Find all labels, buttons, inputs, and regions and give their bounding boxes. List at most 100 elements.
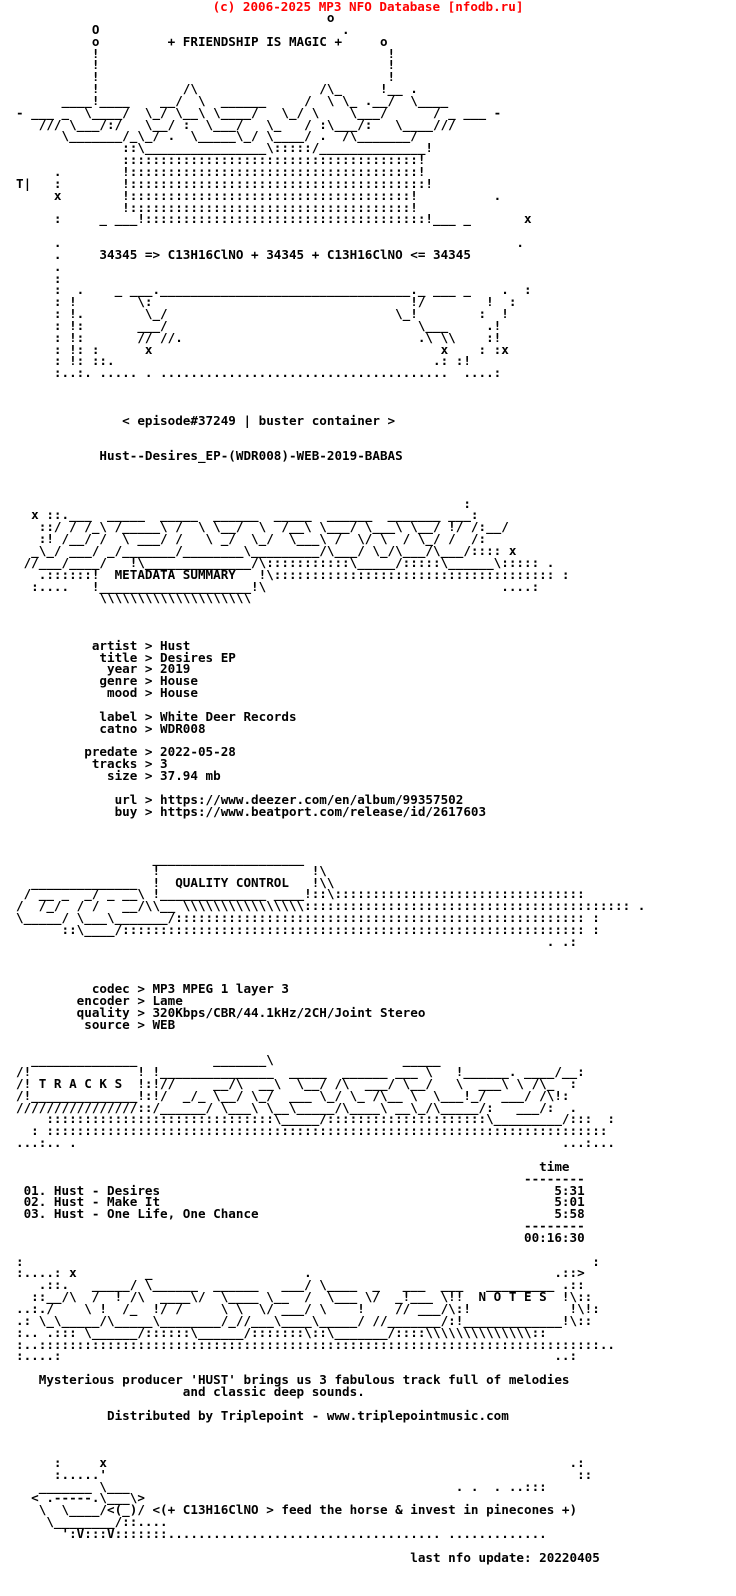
nfo-line: ____!____ __/ \ ______ / \ \_ .__/ \____ bbox=[16, 92, 449, 108]
nfo-line: : bbox=[16, 270, 62, 286]
nfo-line: ! /\ /\_ !__ . bbox=[16, 81, 418, 97]
nfo-line: .::. _____/ \______ ______ ___/ \____ _ … bbox=[16, 1277, 585, 1293]
nfo-line: year > 2019 bbox=[16, 661, 191, 677]
nfo-line: :..:. ..... . ..........................… bbox=[16, 365, 502, 381]
nfo-line: \ \____/<(_)/ <(+ C13H16ClNO > feed the … bbox=[16, 1502, 578, 1518]
nfodb-header-link[interactable]: (c) 2006-2025 MP3 NFO Database [nfodb.ru… bbox=[212, 0, 524, 14]
nfo-line: ! !\ bbox=[16, 862, 327, 878]
nfo-line: ! ! bbox=[16, 69, 396, 85]
nfo-line: O . bbox=[16, 21, 350, 37]
nfo-line: :.....' :: bbox=[16, 1466, 593, 1482]
nfo-line: / __ _ _/ _ __\ !______________ ____!::\… bbox=[16, 886, 585, 902]
nfo-line: ..:./ \ ! /_ !/ / \ \ \/ ___/ \ ! // ___… bbox=[16, 1300, 600, 1316]
nfo-line: time bbox=[16, 1158, 570, 1174]
nfo-line: label > White Deer Records bbox=[16, 708, 297, 724]
nfo-line: -------- bbox=[16, 1170, 585, 1186]
nfo-line: : . _ ___.______________________________… bbox=[16, 282, 532, 298]
nfo-line: : ::::::::::::::::::::::::::::::::::::::… bbox=[16, 1123, 608, 1139]
nfo-line: quality > 320Kbps/CBR/44.1kHz/2CH/Joint … bbox=[16, 1004, 426, 1020]
nfo-line: .::::::! METADATA SUMMARY !\::::::::::::… bbox=[16, 566, 570, 582]
nfo-line: x !:::::::::::::::::::::::::::::::::::::… bbox=[16, 187, 502, 203]
nfo-line: ////////////////::/______/ \___\ \__\___… bbox=[16, 1099, 578, 1115]
nfo-line: o bbox=[16, 10, 335, 25]
nfo-line: catno > WDR008 bbox=[16, 720, 206, 736]
nfo-line: ':V:::V:::::::..........................… bbox=[16, 1526, 547, 1541]
nfo-line: ! ! bbox=[16, 45, 396, 61]
nfo-line: //___/____/ !\______________/\::::::::::… bbox=[16, 554, 555, 570]
nfo-line: Distributed by Triplepoint - www.triplep… bbox=[16, 1407, 509, 1423]
nfo-line: ____________________ bbox=[16, 850, 305, 866]
nfo-line: / /_/ / / __/\\__ \\\\\\\\\\\\\\\\::::::… bbox=[16, 898, 646, 914]
nfo-line: : bbox=[16, 495, 471, 511]
nfo-line: : !. \_/ \_! : ! bbox=[16, 306, 509, 322]
nfo-line: encoder > Lame bbox=[16, 993, 183, 1009]
nfo-line: /!______________!:!/ _/_ \__/ \_/ ___ \_… bbox=[16, 1087, 570, 1103]
nfo-line: buy > https://www.beatport.com/release/i… bbox=[16, 803, 487, 819]
nfo-text: o O . o + FRIENDSHIP IS MAGIC + o ! ! ! … bbox=[16, 10, 646, 1565]
nfo-line: last nfo update: 20220405 bbox=[16, 1549, 600, 1565]
nfo-line: ::/ / /_\ /_____\ / \ \__/ \ /__\ \___/ … bbox=[16, 519, 509, 535]
nfo-line: ______________ _______\ _____ bbox=[16, 1052, 441, 1068]
nfo-line: url > https://www.deezer.com/en/album/99… bbox=[16, 791, 464, 807]
nfo-line: : ! \: !/ ! : bbox=[16, 294, 517, 310]
nfo-line: \_____/ \___\_______/:::::::::::::::::::… bbox=[16, 910, 600, 926]
nfo-line: genre > House bbox=[16, 673, 198, 689]
nfo-line: ! ! bbox=[16, 57, 396, 73]
nfo-line: _\_/ ___/ _/_______/________\_________/\… bbox=[16, 542, 517, 558]
nfo-line: size > 37.94 mb bbox=[16, 768, 221, 783]
nfo-line: . .: bbox=[16, 933, 578, 949]
nfo-line: :.... !____________________!\ ....: bbox=[16, 578, 540, 594]
nfo-line: predate > 2022-05-28 bbox=[16, 744, 236, 760]
nfo-line: mood > House bbox=[16, 685, 198, 701]
nfo-line: 02. Hust - Make It 5:01 bbox=[16, 1194, 585, 1210]
nfo-line: < episode#37249 | buster container > bbox=[16, 412, 396, 428]
nfo-line: :..:::::::::::::::::::::::::::::::::::::… bbox=[16, 1336, 615, 1352]
nfo-line: : : bbox=[16, 1253, 600, 1269]
nfo-line: source > WEB bbox=[16, 1016, 176, 1032]
nfo-line: : _ ___!::::::::::::::::::::::::::::::::… bbox=[16, 211, 532, 227]
nfo-line: artist > Hust bbox=[16, 637, 191, 653]
nfo-line: 00:16:30 bbox=[16, 1229, 585, 1245]
nfo-line: /! T R A C K S !:!// __/\ __\ \__/ /\ __… bbox=[16, 1075, 578, 1091]
nfo-line: /! ! !_______________ _____ ______ ___ \… bbox=[16, 1064, 585, 1080]
nfo-line: .: \_\_____/\_____\________/_//___\____\… bbox=[16, 1312, 593, 1328]
nfo-line: ...:.. . ...:... bbox=[16, 1135, 615, 1151]
nfo-line: : !: : x x : :x bbox=[16, 341, 509, 357]
nfo-line: \_______/_\_/ . \_____\_/ \____/ . /\___… bbox=[16, 128, 418, 144]
nfo-line: :.. .::: \______/::::::\______/:::::::\:… bbox=[16, 1324, 547, 1340]
nfo-line: :....: ..: bbox=[16, 1348, 578, 1364]
nfo-line: x ::.___ _____ _____ ______ _____ ______… bbox=[16, 507, 479, 523]
nfo-line: codec > MP3 MPEG 1 layer 3 bbox=[16, 981, 289, 997]
nfo-line: : x .: bbox=[16, 1454, 585, 1470]
nfo-line: /// \___/:/ \__/ : \___/ \_ / :\___/: \_… bbox=[16, 116, 456, 132]
nfo-line: ::__/\ / ! /\ ____\/ \____ \__ / \___ \/… bbox=[16, 1289, 593, 1305]
nfo-line: 03. Hust - One Life, One Chance 5:58 bbox=[16, 1206, 585, 1222]
nfo-line: : !: ::. .: :! bbox=[16, 353, 471, 369]
nfo-line: . . bbox=[16, 235, 524, 251]
nfo-line: Hust--Desires_EP-(WDR008)-WEB-2019-BABAS bbox=[16, 448, 403, 464]
nfo-line: ::\____/::::::::::::::::::::::::::::::::… bbox=[16, 921, 600, 937]
nfo-line: \\\\\\\\\\\\\\\\\\\\ bbox=[16, 590, 252, 606]
nfo-line: o + FRIENDSHIP IS MAGIC + o bbox=[16, 33, 388, 49]
nfo-line: - ___ _ \____/ \_/ \__\ \____/ \_/ \ \__… bbox=[16, 104, 502, 120]
nfo-line: 01. Hust - Desires 5:31 bbox=[16, 1182, 585, 1198]
nfo-line: -------- bbox=[16, 1218, 585, 1234]
nfo-line: : !: // //. .\ \\ :! bbox=[16, 329, 502, 345]
nfo-line: :! /__/ / \ ___/ / \ _/ \_/ \___\ / \/ \… bbox=[16, 531, 487, 547]
nfo-line: :::::::::::::::::::::::::::::::::::::::! bbox=[16, 152, 426, 168]
nfo-line: !:::::::::::::::::::::::::::::::::::::! bbox=[16, 199, 418, 215]
nfo-line: . bbox=[16, 258, 62, 274]
nfo-line: : !: ___/ \___ .! bbox=[16, 317, 502, 333]
nfo-line: . !:::::::::::::::::::::::::::::::::::::… bbox=[16, 163, 426, 179]
nfo-line: tracks > 3 bbox=[16, 756, 168, 772]
nfo-line: and classic deep sounds. bbox=[16, 1383, 365, 1399]
nfo-line: ::\________________\:::::/______________… bbox=[16, 140, 434, 156]
nfo-line: T| : !::::::::::::::::::::::::::::::::::… bbox=[16, 175, 434, 191]
nfo-line: :....: x _ . .::> bbox=[16, 1265, 585, 1281]
nfo-line: ::::::::::::::::::::::::::::::\_____/:::… bbox=[16, 1111, 615, 1127]
nfo-line: Mysterious producer 'HUST' brings us 3 f… bbox=[16, 1372, 570, 1388]
nfo-line: ______________ ! QUALITY CONTROL !\\ bbox=[16, 874, 335, 890]
nfo-line: \________/::.... bbox=[16, 1514, 168, 1530]
nfo-line: . 34345 => C13H16ClNO + 34345 + C13H16Cl… bbox=[16, 246, 471, 262]
nfo-line: title > Desires EP bbox=[16, 649, 236, 665]
